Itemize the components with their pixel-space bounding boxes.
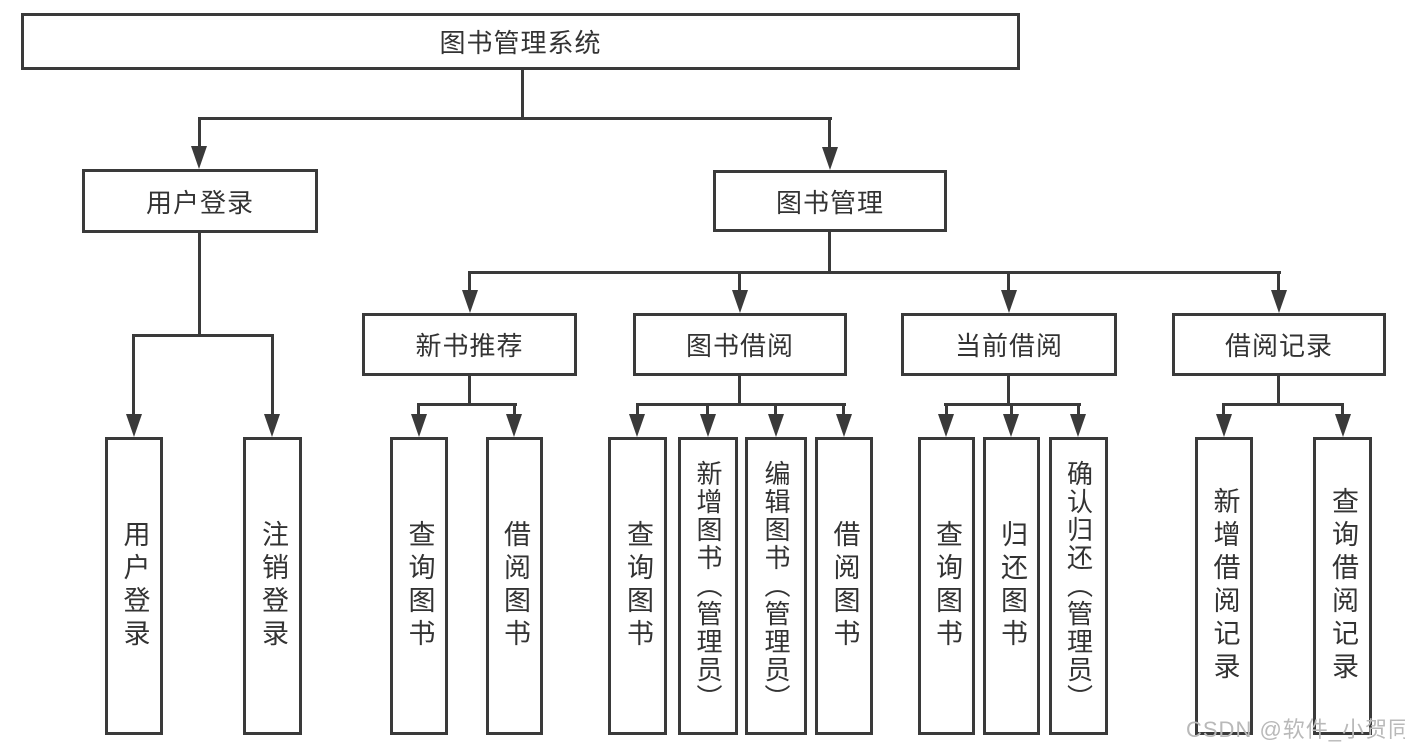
connector-user-login-stub [198, 233, 201, 337]
leaf-add-borrow-record-label: 新增借阅记录 [1209, 487, 1240, 685]
arrow-down-icon [1271, 290, 1287, 313]
leaf-return-books: 归还图书 [983, 437, 1040, 735]
leaf-add-books-admin-label: 新增图书（管理员） [693, 460, 723, 712]
leaf-return-books-label: 归还图书 [997, 520, 1027, 652]
connector-records-rail [1222, 403, 1344, 406]
leaf-recommend-query-books-label: 查询图书 [404, 520, 435, 652]
connector-arrow-line [271, 334, 274, 416]
node-new-book-recommend-label: 新书推荐 [415, 331, 524, 361]
arrow-down-icon [629, 414, 645, 437]
leaf-edit-books-admin: 编辑图书（管理员） [745, 437, 807, 735]
connector-level1-rail [198, 117, 832, 120]
arrow-down-icon [462, 290, 478, 313]
connector-arrow-line [774, 403, 777, 416]
arrow-down-icon [506, 414, 522, 437]
arrow-down-icon [938, 414, 954, 437]
connector-recommend-rail [417, 403, 517, 406]
node-book-borrow: 图书借阅 [633, 313, 847, 376]
connector-arrow-line [706, 403, 709, 416]
leaf-add-books-admin: 新增图书（管理员） [678, 437, 738, 735]
leaf-borrow-borrow-books-label: 借阅图书 [829, 520, 860, 652]
leaf-logout-label: 注销登录 [258, 520, 288, 652]
arrow-down-icon [1335, 414, 1351, 437]
leaf-user-login-label: 用户登录 [119, 520, 150, 652]
leaf-edit-books-admin-label: 编辑图书（管理员） [761, 460, 791, 712]
connector-arrow-line [738, 271, 741, 292]
node-root-label: 图书管理系统 [439, 28, 602, 58]
connector-arrow-line [132, 334, 135, 416]
connector-borrow-stub [738, 376, 741, 406]
arrow-down-icon [700, 414, 716, 437]
connector-book-mgmt-stub [828, 232, 831, 274]
node-borrow-records: 借阅记录 [1172, 313, 1386, 376]
leaf-borrow-query-books-label: 查询图书 [623, 520, 653, 652]
connector-arrow-line [636, 403, 639, 416]
connector-arrow-line [945, 403, 948, 416]
connector-arrow-line [1222, 403, 1225, 416]
node-book-management-label: 图书管理 [775, 187, 884, 218]
arrow-down-icon [1001, 290, 1017, 313]
connector-arrow-line [1007, 271, 1010, 292]
leaf-recommend-query-books: 查询图书 [390, 437, 448, 735]
connector-records-stub [1277, 376, 1280, 406]
connector-arrow-line [1077, 403, 1080, 416]
node-user-login-label: 用户登录 [145, 187, 254, 218]
arrow-down-icon [264, 414, 280, 437]
leaf-logout: 注销登录 [243, 437, 302, 735]
arrow-down-icon [732, 290, 748, 313]
connector-recommend-stub [468, 376, 471, 406]
leaf-user-login: 用户登录 [105, 437, 163, 735]
connector-arrow-line [417, 403, 420, 416]
connector-arrow-line [198, 117, 201, 147]
leaf-query-borrow-record-label: 查询借阅记录 [1328, 487, 1358, 685]
connector-arrow-line [842, 403, 845, 416]
node-book-borrow-label: 图书借阅 [685, 331, 794, 361]
connector-arrow-line [1341, 403, 1344, 416]
node-root: 图书管理系统 [21, 13, 1020, 70]
connector-arrow-line [828, 117, 831, 148]
leaf-current-query-books: 查询图书 [918, 437, 975, 735]
leaf-confirm-return-admin-label: 确认归还（管理员） [1063, 460, 1094, 712]
leaf-borrow-query-books: 查询图书 [608, 437, 667, 735]
connector-arrow-line [513, 403, 516, 416]
leaf-current-query-books-label: 查询图书 [932, 520, 962, 652]
leaf-add-borrow-record: 新增借阅记录 [1195, 437, 1253, 735]
node-new-book-recommend: 新书推荐 [362, 313, 577, 376]
arrow-down-icon [411, 414, 427, 437]
leaf-recommend-borrow-books: 借阅图书 [486, 437, 543, 735]
watermark-text: CSDN @软件_小贺同学 [1186, 717, 1405, 742]
arrow-down-icon [768, 414, 784, 437]
connector-root-stub [521, 70, 524, 120]
leaf-recommend-borrow-books-label: 借阅图书 [500, 520, 530, 652]
arrow-down-icon [191, 146, 207, 169]
node-book-management: 图书管理 [713, 170, 947, 232]
arrow-down-icon [836, 414, 852, 437]
arrow-down-icon [1216, 414, 1232, 437]
connector-current-stub [1007, 376, 1010, 406]
arrow-down-icon [1003, 414, 1019, 437]
connector-arrow-line [1010, 403, 1013, 416]
arrow-down-icon [126, 414, 142, 437]
node-current-borrow-label: 当前借阅 [954, 331, 1063, 361]
node-user-login: 用户登录 [82, 169, 318, 233]
connector-arrow-line [1277, 271, 1280, 292]
arrow-down-icon [1070, 414, 1086, 437]
leaf-borrow-borrow-books: 借阅图书 [815, 437, 873, 735]
arrow-down-icon [822, 147, 838, 170]
node-current-borrow: 当前借阅 [901, 313, 1117, 376]
connector-arrow-line [468, 271, 471, 292]
connector-user-login-rail [132, 334, 274, 337]
connector-level2-rail [468, 271, 1281, 274]
node-borrow-records-label: 借阅记录 [1224, 331, 1333, 361]
leaf-confirm-return-admin: 确认归还（管理员） [1049, 437, 1108, 735]
leaf-query-borrow-record: 查询借阅记录 [1313, 437, 1372, 735]
connector-borrow-rail [636, 403, 846, 406]
